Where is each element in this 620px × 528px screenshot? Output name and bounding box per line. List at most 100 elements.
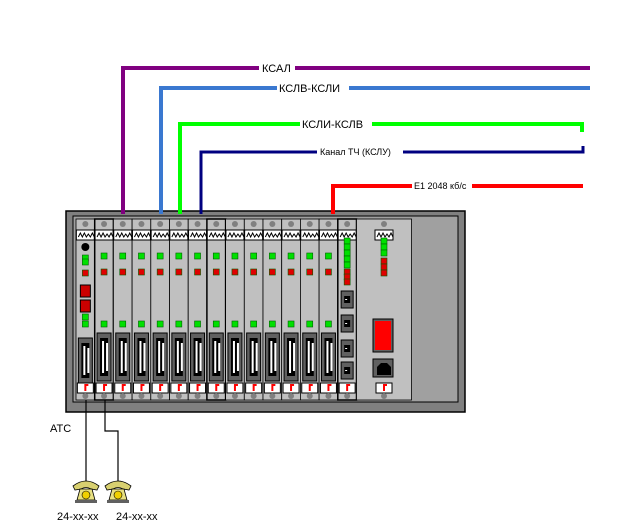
- led-red: [269, 268, 276, 276]
- label-kslv-ksli: КСЛВ-КСЛИ: [279, 83, 340, 95]
- led-green: [82, 258, 89, 266]
- screw-icon: [269, 221, 276, 227]
- connector-pin: [345, 348, 348, 349]
- led-green: [325, 252, 332, 260]
- phone-number-1: 24-xx-xx: [57, 511, 99, 523]
- led-green: [156, 320, 164, 328]
- led-red: [343, 278, 351, 286]
- fuse-icon: [103, 384, 108, 391]
- phone-wires: [85, 400, 119, 484]
- led-green: [100, 252, 108, 260]
- connector-pin: [345, 370, 348, 371]
- card-2-line: [93, 218, 115, 401]
- card-10-line: [243, 218, 264, 401]
- screw-icon: [250, 221, 257, 227]
- led-green: [119, 320, 127, 328]
- screw-icon: [101, 221, 108, 227]
- screw-icon: [119, 393, 126, 399]
- connector-pin: [218, 343, 221, 371]
- fuse-icon: [233, 384, 238, 391]
- label-kanal-tch: Канал ТЧ (КСЛУ): [320, 147, 391, 157]
- card-logo-mark: [264, 231, 282, 239]
- fuse-icon: [84, 384, 89, 391]
- card-logo-mark: [190, 231, 207, 239]
- led-red: [82, 269, 89, 277]
- label-bg-e1: [412, 180, 472, 192]
- connector-pin: [143, 343, 146, 371]
- card-6-line: [169, 218, 189, 401]
- led-green: [287, 320, 295, 328]
- label-bg-ksli-kslv: [300, 117, 372, 131]
- card-slots: [75, 218, 412, 401]
- label-bg-kslv-ksli: [277, 81, 349, 95]
- card-8-line: [206, 218, 227, 401]
- screw-icon: [213, 393, 220, 399]
- card-logo-mark: [134, 231, 151, 239]
- fuse-icon: [215, 384, 220, 391]
- card-logo-mark: [227, 231, 245, 239]
- led-green: [212, 252, 220, 260]
- card-7-line: [187, 218, 208, 401]
- screw-icon: [175, 221, 182, 227]
- led-red: [194, 268, 201, 276]
- label-ksal: КСАЛ: [262, 63, 291, 75]
- led-green: [343, 249, 351, 257]
- screw-icon: [269, 393, 276, 399]
- screw-icon: [306, 221, 313, 227]
- connector-pin: [251, 341, 254, 373]
- led-red: [287, 268, 295, 276]
- led-green: [175, 252, 183, 260]
- phones: [72, 480, 132, 503]
- fuse-icon: [177, 384, 182, 391]
- screw-icon: [157, 393, 164, 399]
- phone-dial-icon: [81, 490, 91, 500]
- connector-pin: [158, 341, 161, 373]
- connector-pin: [102, 341, 105, 373]
- fuse-icon: [327, 384, 332, 391]
- card-logo-mark: [152, 231, 170, 239]
- card-4-line: [131, 218, 152, 401]
- connector-pin: [236, 343, 239, 371]
- line-ksli-kslv: [178, 122, 584, 214]
- led-green: [194, 252, 201, 260]
- connector-pin: [83, 346, 86, 375]
- led-green: [380, 249, 388, 257]
- card-logo-mark: [77, 231, 95, 239]
- led-green: [343, 237, 351, 245]
- led-green: [100, 320, 108, 328]
- connector-pin: [139, 341, 142, 373]
- screw-icon: [381, 221, 387, 227]
- led-green: [194, 320, 201, 328]
- display-digit: [79, 284, 91, 298]
- screw-icon: [82, 221, 89, 227]
- led-red: [231, 268, 239, 276]
- chassis: [65, 210, 466, 413]
- led-green: [343, 243, 351, 251]
- fuse-icon: [346, 384, 351, 391]
- screw-icon: [138, 393, 145, 399]
- connector-pin: [293, 343, 296, 371]
- led-red: [175, 268, 183, 276]
- screw-icon: [101, 393, 108, 399]
- label-bg-ksal: [259, 61, 295, 75]
- card-16-power: [356, 218, 412, 401]
- screw-icon: [250, 393, 257, 399]
- card-logo-mark: [171, 231, 189, 239]
- screw-icon: [288, 393, 295, 399]
- screw-icon: [325, 393, 332, 399]
- card-1-control: [75, 218, 96, 401]
- connector-pin: [199, 343, 202, 371]
- screw-icon: [157, 221, 164, 227]
- card-9-line: [225, 218, 245, 401]
- card-11-line: [262, 218, 283, 401]
- card-logo-mark: [376, 231, 394, 239]
- power-switch: [375, 321, 391, 350]
- led-green: [175, 320, 183, 328]
- led-red: [156, 268, 164, 276]
- led-green: [82, 313, 89, 321]
- card-13-line: [299, 218, 320, 401]
- led-red: [380, 269, 388, 277]
- led-green: [269, 320, 276, 328]
- card-logo-mark: [246, 231, 264, 239]
